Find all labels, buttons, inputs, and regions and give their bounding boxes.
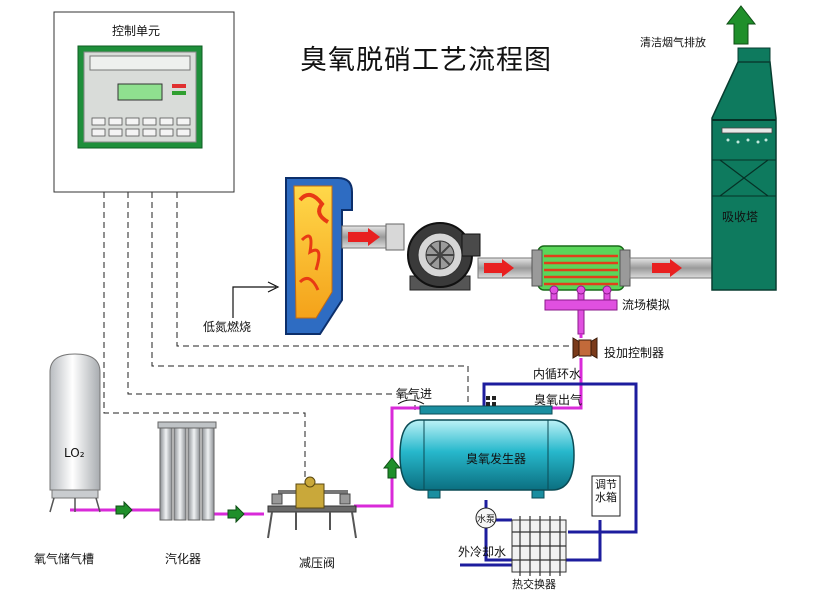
flow-arrow-red-2 [484,259,514,277]
control-unit-label: 控制单元 [112,24,161,38]
exhaust-arrow-icon [725,5,757,45]
vaporizer [157,421,217,521]
inner-cycle-label: 内循环水 [533,367,582,381]
exhaust-label: 清洁烟气排放 [640,36,706,49]
gas-pipes [70,334,583,516]
regulating-tank [591,475,621,517]
boiler [285,177,353,335]
draft-fan [407,222,481,291]
tank-mark: LO₂ [64,446,85,460]
page-title: 臭氧脱硝工艺流程图 [300,45,552,76]
oxygen-storage-tank [49,353,101,513]
oxygen-tank-label: 氧气储气槽 [34,552,95,566]
ozone-generator [399,396,575,499]
oxygen-flow-arrows [115,500,245,524]
pump-label: 水泵 [477,515,496,525]
control-unit [53,11,235,193]
absorber-label: 吸收塔 [722,210,759,224]
flow-arrow-red-3 [652,259,682,277]
flow-arrow-red-1 [348,228,380,246]
low-nitrogen-pointer [232,281,280,318]
flow-simulation-unit [531,245,631,335]
oxygen-in-pointer [397,399,425,405]
pressure-reducer [267,476,357,539]
flue-flange [385,223,405,251]
outer-cooling-label: 外冷却水 [458,545,507,559]
dosing-controller-valve [572,337,598,359]
heat-exchanger [511,516,567,576]
ozone-generator-label: 臭氧发生器 [466,452,527,466]
regulating-tank-label: 调节水箱 [595,478,617,504]
reducer-label: 减压阀 [299,556,336,570]
vaporizer-label: 汽化器 [165,552,202,566]
control-wires [103,192,580,498]
heat-exchanger-label: 热交换器 [512,578,556,591]
oxygen-up-arrow-icon [382,457,402,479]
water-pump [475,507,497,529]
oxygen-in-label: 氧气进 [396,387,433,401]
dosing-controller-label: 投加控制器 [604,346,665,360]
low-nitrogen-label: 低氮燃烧 [203,320,252,334]
flow-sim-label: 流场模拟 [622,298,671,312]
absorber-tower [711,47,777,291]
ozone-out-label: 臭氧出气 [534,393,583,407]
